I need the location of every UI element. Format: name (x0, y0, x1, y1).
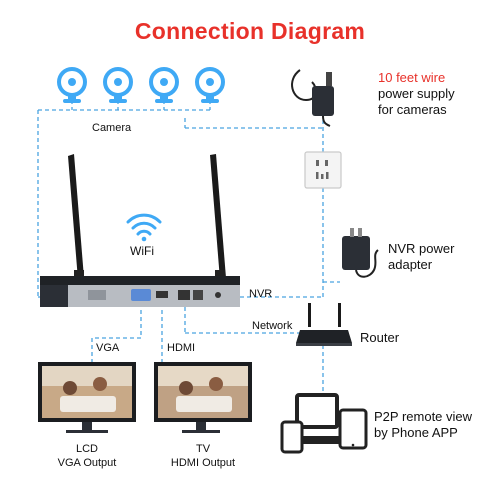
adapter-label: adapter (388, 257, 433, 272)
router-icon (296, 303, 352, 346)
camera-power-adapter-icon (291, 69, 334, 127)
tv-output-label: TV HDMI Output (153, 442, 253, 470)
hdmi-output-label: HDMI Output (170, 457, 236, 469)
camera-power-supply-label: 10 feet wire power supply for cameras (378, 70, 455, 118)
p2p-label: P2P remote view (374, 409, 473, 424)
nvr-power-adapter-label: NVR power adapter (388, 241, 454, 273)
lcd-label: LCD (75, 443, 98, 455)
phone-app-label: by Phone APP (374, 425, 458, 440)
wifi-icon (126, 213, 162, 242)
tv-label: TV (195, 443, 211, 455)
wifi-label: WiFi (130, 244, 154, 258)
power-supply-label: power supply (378, 86, 455, 101)
router-label: Router (360, 330, 400, 345)
tv-icon (154, 362, 252, 433)
for-cameras-label: for cameras (378, 102, 447, 117)
vga-output-label: VGA Output (57, 457, 117, 469)
vga-label: VGA (96, 342, 120, 354)
network-label: Network (252, 320, 293, 332)
hdmi-label: HDMI (167, 342, 196, 354)
lcd-monitor-icon (38, 362, 136, 433)
camera-label: Camera (92, 122, 132, 134)
nvr-label: NVR (249, 288, 273, 300)
lcd-output-label: LCD VGA Output (37, 442, 137, 470)
p2p-remote-view-label: P2P remote view by Phone APP (374, 409, 472, 441)
wire-length-label: 10 feet wire (378, 70, 446, 85)
nvr-power-label: NVR power (388, 241, 455, 256)
diagram-title: Connection Diagram (134, 18, 366, 44)
camera-icon (57, 67, 225, 103)
nvr-device-icon (40, 154, 240, 307)
remote-devices-icon (280, 393, 368, 454)
nvr-power-adapter-icon (342, 228, 379, 278)
wall-outlet-icon (304, 151, 342, 189)
